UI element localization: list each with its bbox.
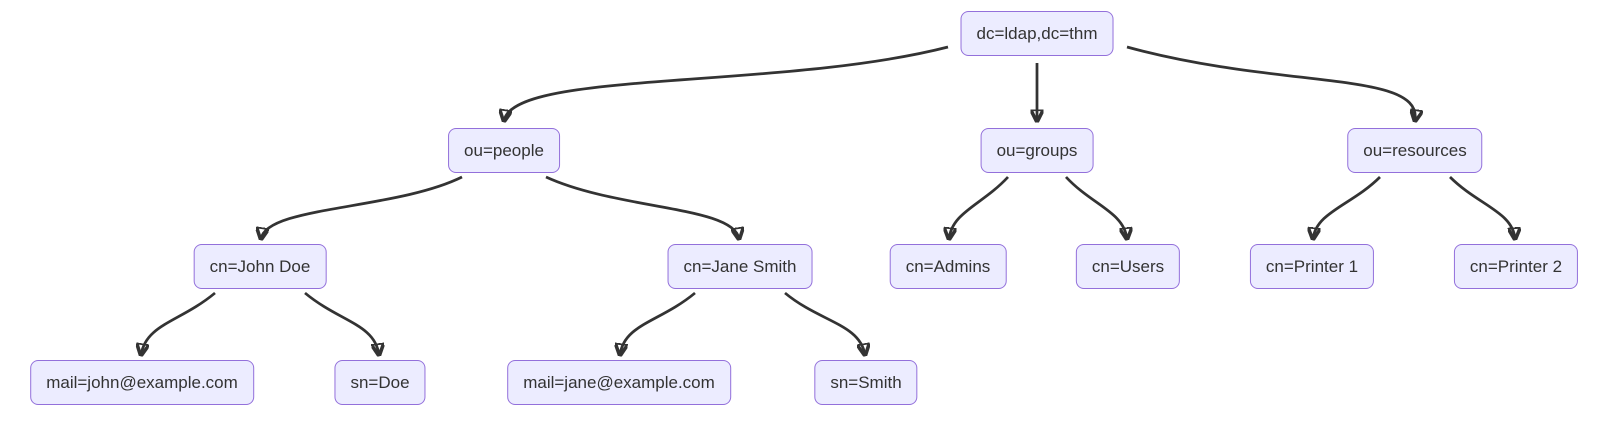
- node-ou-people: ou=people: [448, 128, 560, 173]
- edge-people-jane: [545, 175, 739, 239]
- node-sn-smith: sn=Smith: [814, 360, 918, 405]
- edge-resources-printer2: [1449, 176, 1515, 239]
- node-cn-printer-1: cn=Printer 1: [1249, 244, 1375, 289]
- node-mail-jane: mail=jane@example.com: [507, 360, 731, 405]
- edge-john-sn: [304, 291, 379, 355]
- node-ou-groups: ou=groups: [980, 128, 1094, 173]
- node-ou-resources: ou=resources: [1347, 128, 1483, 173]
- node-dc-ldap-dc-thm: dc=ldap,dc=thm: [960, 11, 1114, 56]
- node-cn-users: cn=Users: [1075, 244, 1181, 289]
- edge-john-mail: [141, 291, 216, 355]
- edge-root-resources: [1126, 45, 1415, 121]
- edge-jane-sn: [784, 291, 865, 355]
- node-cn-admins: cn=Admins: [889, 244, 1007, 289]
- edge-groups-admins: [949, 176, 1010, 239]
- node-cn-jane-smith: cn=Jane Smith: [667, 244, 813, 289]
- node-sn-doe: sn=Doe: [334, 360, 426, 405]
- edge-jane-mail: [620, 291, 696, 355]
- edge-groups-users: [1064, 176, 1127, 239]
- node-cn-printer-2: cn=Printer 2: [1453, 244, 1579, 289]
- node-mail-john: mail=john@example.com: [30, 360, 254, 405]
- edge-resources-printer1: [1313, 176, 1381, 239]
- edge-people-john: [261, 175, 463, 239]
- node-cn-john-doe: cn=John Doe: [193, 244, 327, 289]
- edge-root-people: [504, 45, 949, 121]
